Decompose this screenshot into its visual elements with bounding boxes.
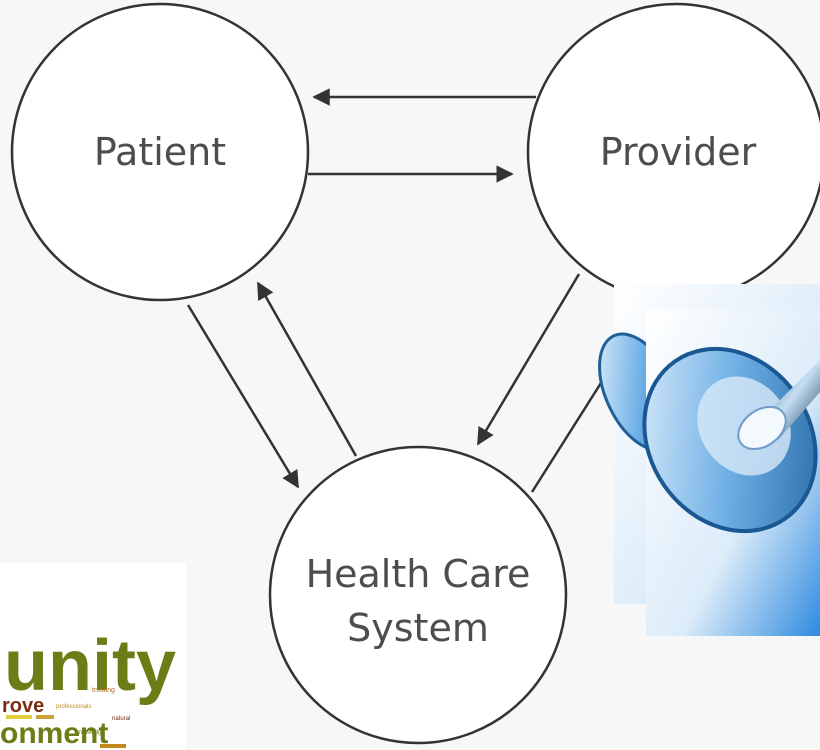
health-care-system-circle: [268, 445, 568, 745]
node-provider: Provider: [526, 2, 820, 302]
word-cloud-word-natural: natural: [112, 716, 130, 722]
health-care-system-label-line1: Health Care: [306, 552, 531, 596]
node-patient: Patient: [10, 2, 310, 302]
patient-label: Patient: [94, 130, 226, 174]
word-cloud-word-unity: unity: [4, 626, 176, 706]
arrow-system-to-patient: [256, 281, 358, 457]
word-cloud-small-bar-2: [36, 715, 54, 719]
word-cloud-word-professionals: professionals: [56, 704, 91, 710]
stethoscope-joint: [737, 406, 787, 450]
word-cloud-word-onment: onment: [0, 717, 108, 750]
word-cloud-word-knowledge: knowledge: [76, 730, 105, 736]
word-cloud-small-bar-3: [100, 744, 126, 748]
stethoscope-photo: [598, 284, 820, 636]
arrow-patient-to-system: [186, 304, 300, 489]
patient-circle: [10, 2, 310, 302]
provider-label: Provider: [600, 130, 757, 174]
health-care-system-label-line2: System: [347, 606, 489, 650]
word-cloud-image: unity rove onment trusting professionals…: [0, 563, 186, 750]
node-health-care-system: Health Care System: [268, 445, 568, 745]
word-cloud-small-bar-1: [6, 715, 32, 719]
arrow-provider-to-system: [476, 273, 581, 446]
word-cloud-word-rove: rove: [2, 695, 44, 717]
word-cloud-word-trusting: trusting: [92, 687, 115, 694]
